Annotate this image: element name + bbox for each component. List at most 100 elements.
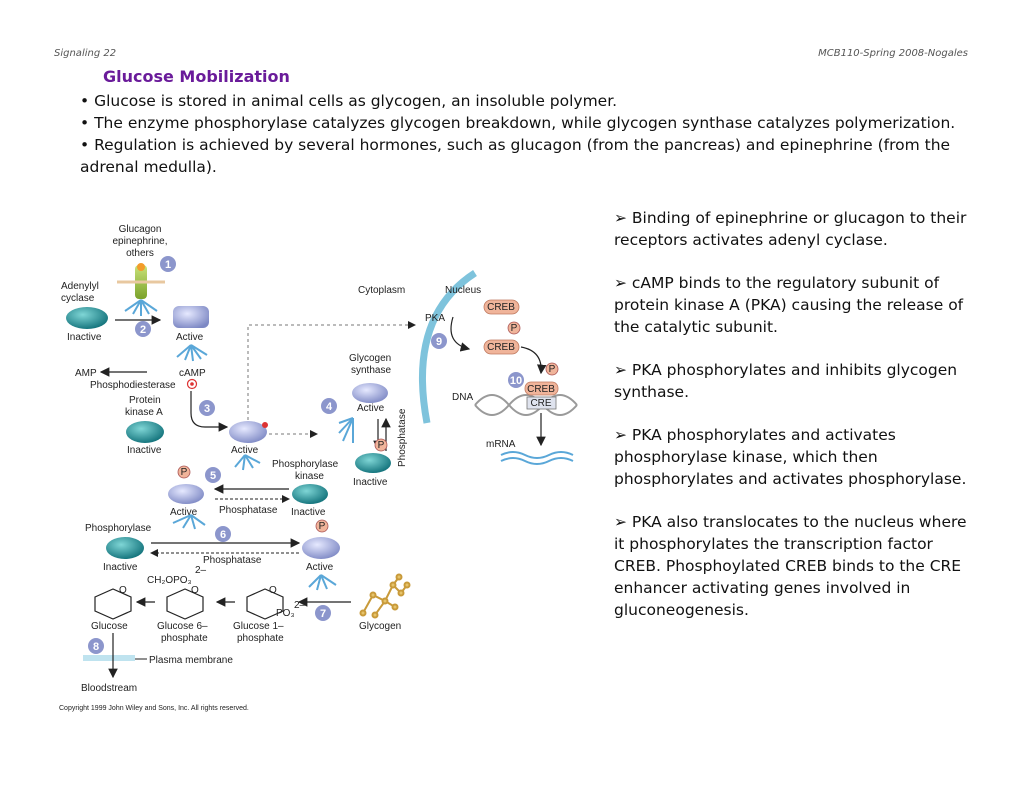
mrna-icon — [500, 451, 574, 465]
activation-burst-icon — [308, 574, 337, 591]
ring-oxygen-label: O — [269, 585, 277, 596]
svg-text:P: P — [549, 364, 556, 375]
amp-label: AMP — [75, 368, 97, 379]
state-label: Active — [170, 507, 198, 518]
note-item: ➢ PKA phosphorylates and inhibits glycog… — [614, 361, 958, 401]
svg-text:6: 6 — [220, 529, 226, 541]
pka-active-icon — [229, 421, 267, 443]
step-1-badge: 1 — [160, 256, 176, 272]
svg-text:P: P — [181, 467, 188, 478]
pka-inactive-icon — [126, 421, 164, 443]
svg-text:8: 8 — [93, 641, 99, 653]
step-8-badge: 8 — [88, 638, 104, 654]
note-item: ➢ PKA also translocates to the nucleus w… — [614, 513, 967, 619]
protein-kinase-label: Protein kinase A — [125, 395, 163, 418]
bullet-list: • Glucose is stored in animal cells as g… — [80, 90, 980, 178]
ch2opo3-label: CH₂OPO₃ — [147, 575, 192, 586]
course-label: MCB110-Spring 2008-Nogales — [818, 48, 968, 59]
step-10-badge: 10 — [508, 372, 524, 388]
phosphatase-label: Phosphatase — [397, 408, 408, 467]
note-item: ➢ Binding of epinephrine or glucagon to … — [614, 207, 970, 251]
adenylyl-cyclase-inactive-icon — [66, 307, 108, 329]
bullet-item: • Glucose is stored in animal cells as g… — [80, 92, 618, 110]
glucose-ring-icon — [94, 588, 132, 620]
glycogen-label: Glycogen — [359, 621, 401, 632]
glucose-6-phosphate-ring-icon — [166, 588, 204, 620]
slide-title: Glucose Mobilization — [103, 67, 290, 86]
svg-text:Glucose 1–: Glucose 1– — [233, 621, 284, 632]
p-badge: P — [374, 438, 388, 452]
svg-text:Glycogen: Glycogen — [349, 353, 391, 364]
state-label: Inactive — [103, 562, 138, 573]
step-9-badge: 9 — [431, 333, 447, 349]
note-item: ➢ cAMP binds to the regulatory subunit o… — [614, 274, 964, 336]
state-label: Inactive — [67, 332, 102, 343]
step-6-badge: 6 — [215, 526, 231, 542]
bloodstream-label: Bloodstream — [81, 683, 137, 694]
svg-text:Adenylyl: Adenylyl — [61, 281, 99, 292]
g1p-label: Glucose 1– phosphate — [233, 621, 284, 644]
state-label: Active — [231, 445, 259, 456]
hormone-icon — [137, 263, 145, 271]
plasma-membrane-label: Plasma membrane — [149, 655, 233, 666]
p-badge: P — [507, 321, 521, 335]
slide-number: Signaling 22 — [54, 48, 117, 59]
glucose-label: Glucose — [91, 621, 128, 632]
phosphorylase-kinase-label: Phosphorylase kinase — [272, 459, 339, 482]
step-3-badge: 3 — [199, 400, 215, 416]
nuclear-envelope-icon — [418, 270, 477, 424]
p-badge: P — [177, 465, 191, 479]
state-label: Inactive — [127, 445, 162, 456]
phosphodiesterase-label: Phosphodiesterase — [90, 380, 176, 391]
adenylyl-cyclase-label: Adenylyl cyclase — [61, 281, 99, 304]
svg-text:10: 10 — [510, 375, 522, 387]
svg-text:P: P — [378, 440, 385, 451]
camp-to-pka-arrow — [190, 391, 229, 432]
glycogen-synthase-label: Glycogen synthase — [349, 353, 391, 376]
svg-text:synthase: synthase — [351, 365, 391, 376]
state-label: Active — [306, 562, 334, 573]
activation-burst-icon — [234, 454, 261, 471]
po3-label: PO₃ — [276, 608, 295, 619]
svg-text:CREB: CREB — [527, 384, 555, 395]
svg-text:2: 2 — [140, 324, 146, 336]
state-label: Active — [176, 332, 204, 343]
svg-text:cyclase: cyclase — [61, 293, 95, 304]
phosphorylase-active-icon — [302, 537, 340, 559]
svg-text:phosphate: phosphate — [237, 633, 284, 644]
creb-phosphorylated-icon: CREB — [483, 339, 520, 355]
g6p-label: Glucose 6– phosphate — [157, 621, 208, 644]
cytoplasm-label: Cytoplasm — [358, 285, 405, 296]
charge-label: 2– — [195, 565, 207, 576]
glycogen-synthase-inactive-icon — [355, 453, 391, 473]
svg-text:Glucagon: Glucagon — [119, 224, 162, 235]
phosphatase-label: Phosphatase — [219, 505, 278, 516]
activation-burst-icon — [338, 417, 354, 443]
camp-label: cAMP — [179, 368, 206, 379]
state-label: Inactive — [353, 477, 388, 488]
copyright-text: Copyright 1999 John Wiley and Sons, Inc.… — [59, 705, 249, 712]
svg-text:5: 5 — [210, 470, 216, 482]
note-line: receptors activates adenyl cyclase. — [614, 231, 888, 249]
svg-text:3: 3 — [204, 403, 210, 415]
svg-text:9: 9 — [436, 336, 442, 348]
svg-text:Phosphorylase: Phosphorylase — [272, 459, 339, 470]
camp-bound-icon — [262, 422, 268, 428]
phosphorylation-arrow — [450, 316, 471, 352]
svg-text:P: P — [319, 521, 326, 532]
glycogen-icon — [359, 573, 411, 619]
phosphodiesterase-dot-icon — [190, 382, 194, 386]
svg-text:epinephrine,: epinephrine, — [112, 236, 167, 247]
p-badge: P — [315, 519, 329, 533]
bullet-item: • Regulation is achieved by several horm… — [80, 136, 951, 176]
svg-text:kinase A: kinase A — [125, 407, 163, 418]
svg-text:CRE: CRE — [530, 398, 551, 409]
svg-text:phosphate: phosphate — [161, 633, 208, 644]
ring-oxygen-label: O — [191, 585, 199, 596]
cre-element-icon: CRE — [526, 396, 557, 410]
note-line: ➢ Binding of epinephrine or glucagon to … — [614, 209, 967, 227]
svg-text:kinase: kinase — [295, 471, 324, 482]
creb-binding-arrow — [520, 346, 547, 375]
step-5-badge: 5 — [205, 467, 221, 483]
creb-icon: CREB — [483, 299, 520, 315]
